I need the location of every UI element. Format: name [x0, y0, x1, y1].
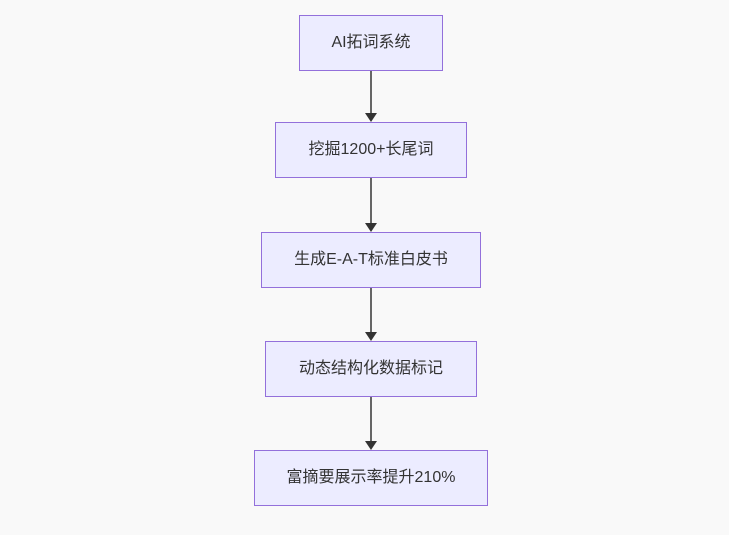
flow-arrow-4 — [365, 397, 377, 450]
arrow-line — [370, 178, 372, 223]
flow-node-generate-eat-whitepaper: 生成E-A-T标准白皮书 — [261, 232, 481, 288]
arrowhead-down-icon — [365, 223, 377, 232]
flow-node-mine-longtail-keywords: 挖掘1200+长尾词 — [275, 122, 467, 178]
arrowhead-down-icon — [365, 441, 377, 450]
flow-arrow-2 — [365, 178, 377, 232]
flow-node-label: 生成E-A-T标准白皮书 — [294, 251, 448, 268]
flow-node-label: AI拓词系统 — [331, 34, 411, 51]
arrow-line — [370, 71, 372, 113]
flow-arrow-3 — [365, 288, 377, 341]
flow-node-ai-word-expansion-system: AI拓词系统 — [299, 15, 443, 71]
flow-node-rich-snippet-rate-increase: 富摘要展示率提升210% — [254, 450, 488, 506]
flow-node-label: 富摘要展示率提升210% — [286, 469, 456, 486]
arrowhead-down-icon — [365, 332, 377, 341]
flow-node-label: 挖掘1200+长尾词 — [308, 141, 434, 158]
flow-node-dynamic-structured-data-markup: 动态结构化数据标记 — [265, 341, 477, 397]
flow-node-label: 动态结构化数据标记 — [298, 360, 443, 377]
arrow-line — [370, 288, 372, 332]
flow-arrow-1 — [365, 71, 377, 122]
arrow-line — [370, 397, 372, 441]
arrowhead-down-icon — [365, 113, 377, 122]
